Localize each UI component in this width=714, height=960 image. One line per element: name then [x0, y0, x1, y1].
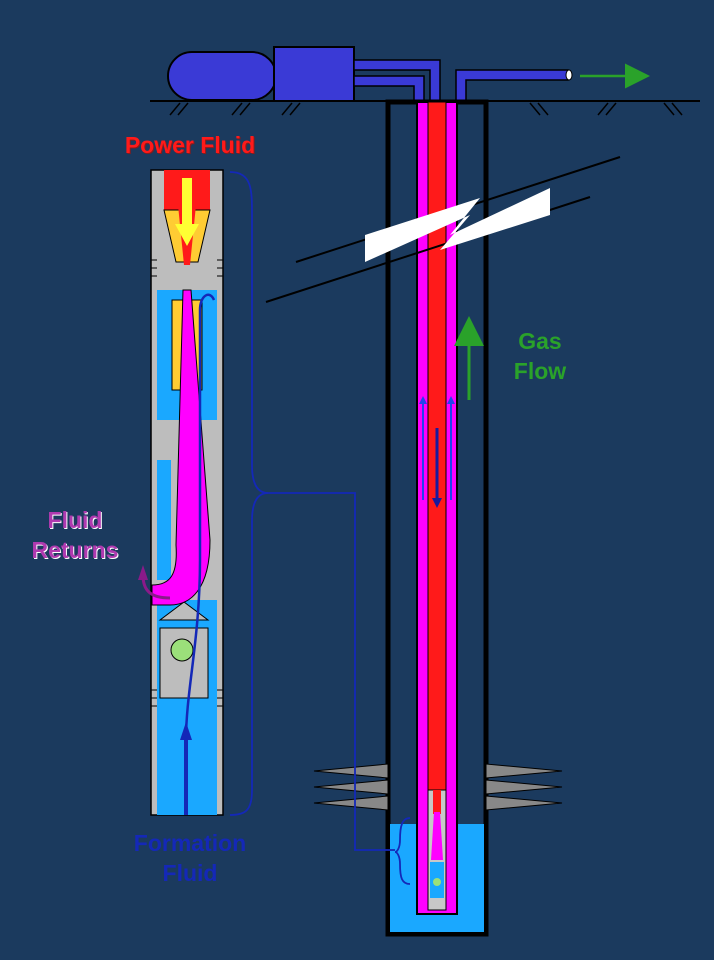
pump-unit — [273, 46, 355, 102]
jet-pump-detail — [138, 169, 224, 816]
power-fluid-arrow — [175, 178, 199, 246]
power-fluid-label: Power Fluid — [124, 132, 256, 158]
break-white-band — [365, 188, 550, 262]
brace-right-connector — [229, 171, 395, 851]
formation-fluid-label-line1: Formation — [133, 830, 247, 856]
ground-hatch — [169, 102, 683, 116]
gas-flow-label-line2: Flow — [513, 358, 567, 384]
fluid-returns-label-line1: Fluid — [47, 507, 103, 533]
motor — [167, 51, 277, 101]
tubing-flow-arrows — [419, 396, 455, 508]
housing-threads — [151, 259, 223, 707]
formation-fluid-path — [184, 293, 216, 800]
return-line — [353, 75, 425, 103]
gas-line — [455, 69, 569, 103]
surface-equipment — [150, 46, 700, 116]
brace-right-lower — [229, 492, 269, 816]
diffuser-return-flow — [151, 289, 211, 606]
wellbore — [265, 99, 621, 937]
detail-braces — [229, 171, 411, 885]
fluid-returns-label-line2: Returns — [31, 537, 119, 563]
check-valve-ball — [170, 638, 194, 662]
gas-line-outlet — [565, 69, 573, 81]
brace-small — [394, 817, 411, 885]
formation-fluid-label-line2: Fluid — [162, 860, 218, 886]
gas-flow-label-line1: Gas — [518, 328, 562, 354]
break-symbol — [265, 156, 621, 303]
downhole-pump-mini — [427, 789, 447, 911]
perforations — [313, 763, 563, 811]
